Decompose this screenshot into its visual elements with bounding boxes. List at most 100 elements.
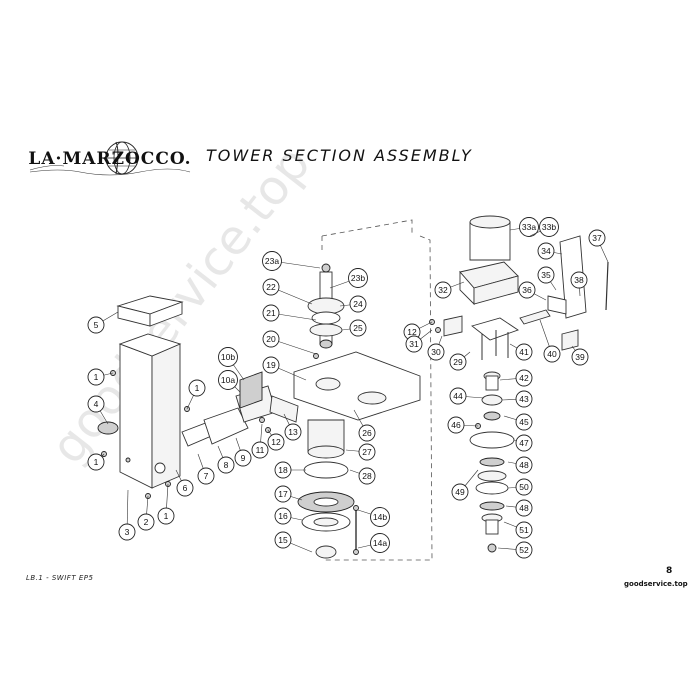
callout-46: 46 <box>447 416 465 434</box>
callout-circle <box>87 395 105 413</box>
brand-logo: LA·MARZOCCO. <box>28 141 191 176</box>
callout-label: 47 <box>519 438 529 448</box>
callout-42: 42 <box>515 369 533 387</box>
callout-label: 43 <box>519 394 529 404</box>
callout-19: 19 <box>262 356 280 374</box>
callout-31: 31 <box>405 335 423 353</box>
callout-4: 4 <box>87 395 105 413</box>
callout-label: 4 <box>94 399 99 409</box>
callout-label: 25 <box>353 323 363 333</box>
callout-14b: 14b <box>370 507 390 527</box>
callout-label: 37 <box>592 233 602 243</box>
callout-label: 46 <box>451 420 461 430</box>
callout-circle <box>274 461 292 479</box>
callout-30: 30 <box>427 343 445 361</box>
callout-9: 9 <box>234 449 252 467</box>
callout-48: 48 <box>515 456 533 474</box>
callout-label: 12 <box>271 437 281 447</box>
callout-circle <box>449 387 467 405</box>
callout-8: 8 <box>217 456 235 474</box>
callout-18: 18 <box>274 461 292 479</box>
callout-label: 5 <box>94 320 99 330</box>
callout-circle <box>370 533 390 553</box>
callout-circle <box>218 370 238 390</box>
callout-label: 10b <box>221 352 235 362</box>
callout-circle <box>234 449 252 467</box>
callout-1: 1 <box>87 368 105 386</box>
callout-circle <box>197 467 215 485</box>
callout-1: 1 <box>157 507 175 525</box>
callout-circle <box>267 433 285 451</box>
callout-label: 6 <box>183 483 188 493</box>
callout-43: 43 <box>515 390 533 408</box>
callout-15: 15 <box>274 531 292 549</box>
callout-label: 30 <box>431 347 441 357</box>
callout-label: 15 <box>278 535 288 545</box>
callout-label: 41 <box>519 347 529 357</box>
model-label: LB.1 - SWIFT EP5 <box>26 574 94 582</box>
callout-circle <box>515 478 533 496</box>
callout-label: 35 <box>541 270 551 280</box>
callout-circle <box>274 507 292 525</box>
callout-label: 3 <box>125 527 130 537</box>
callout-circle <box>176 479 194 497</box>
callout-label: 14a <box>373 538 387 548</box>
callout-label: 28 <box>362 471 372 481</box>
callout-circle <box>543 345 561 363</box>
callout-label: 33a <box>522 222 536 232</box>
callout-37: 37 <box>588 229 606 247</box>
callout-label: 16 <box>278 511 288 521</box>
callout-label: 13 <box>288 427 298 437</box>
callout-label: 36 <box>522 285 532 295</box>
callout-label: 24 <box>353 299 363 309</box>
callout-circle <box>515 369 533 387</box>
callout-label: 2 <box>144 517 149 527</box>
callout-label: 50 <box>519 482 529 492</box>
callout-label: 23a <box>265 256 279 266</box>
callout-32: 32 <box>434 281 452 299</box>
callout-27: 27 <box>358 443 376 461</box>
callout-circle <box>515 456 533 474</box>
callout-36: 36 <box>518 281 536 299</box>
callout-circle <box>515 413 533 431</box>
callout-20: 20 <box>262 330 280 348</box>
callout-circle <box>515 541 533 559</box>
callout-16: 16 <box>274 507 292 525</box>
callout-circle <box>348 268 368 288</box>
callout-39: 39 <box>571 348 589 366</box>
page-number: 8 <box>666 566 673 576</box>
callout-label: 26 <box>362 428 372 438</box>
callout-circle <box>515 499 533 517</box>
callout-circle <box>451 483 469 501</box>
callout-circle <box>218 347 238 367</box>
callout-circle <box>571 348 589 366</box>
callout-13: 13 <box>284 423 302 441</box>
callout-label: 39 <box>575 352 585 362</box>
callout-label: 8 <box>224 460 229 470</box>
callout-51: 51 <box>515 521 533 539</box>
callout-label: 48 <box>519 460 529 470</box>
callout-label: 34 <box>541 246 551 256</box>
callout-circle <box>539 217 559 237</box>
callout-label: 31 <box>409 339 419 349</box>
callout-circle <box>427 343 445 361</box>
callout-33b: 33b <box>539 217 559 237</box>
callout-26: 26 <box>358 424 376 442</box>
logo-text: LA·MARZOCCO. <box>28 149 191 169</box>
callout-23b: 23b <box>348 268 368 288</box>
callout-circle <box>358 467 376 485</box>
callout-label: 38 <box>574 275 584 285</box>
callout-circle <box>188 379 206 397</box>
callout-1: 1 <box>87 453 105 471</box>
callout-circle <box>87 316 105 334</box>
callout-circle <box>515 434 533 452</box>
callout-label: 1 <box>94 372 99 382</box>
callout-label: 10a <box>221 375 235 385</box>
callout-circle <box>447 416 465 434</box>
callout-circle <box>349 295 367 313</box>
callout-label: 23b <box>351 273 365 283</box>
callout-2: 2 <box>137 513 155 531</box>
